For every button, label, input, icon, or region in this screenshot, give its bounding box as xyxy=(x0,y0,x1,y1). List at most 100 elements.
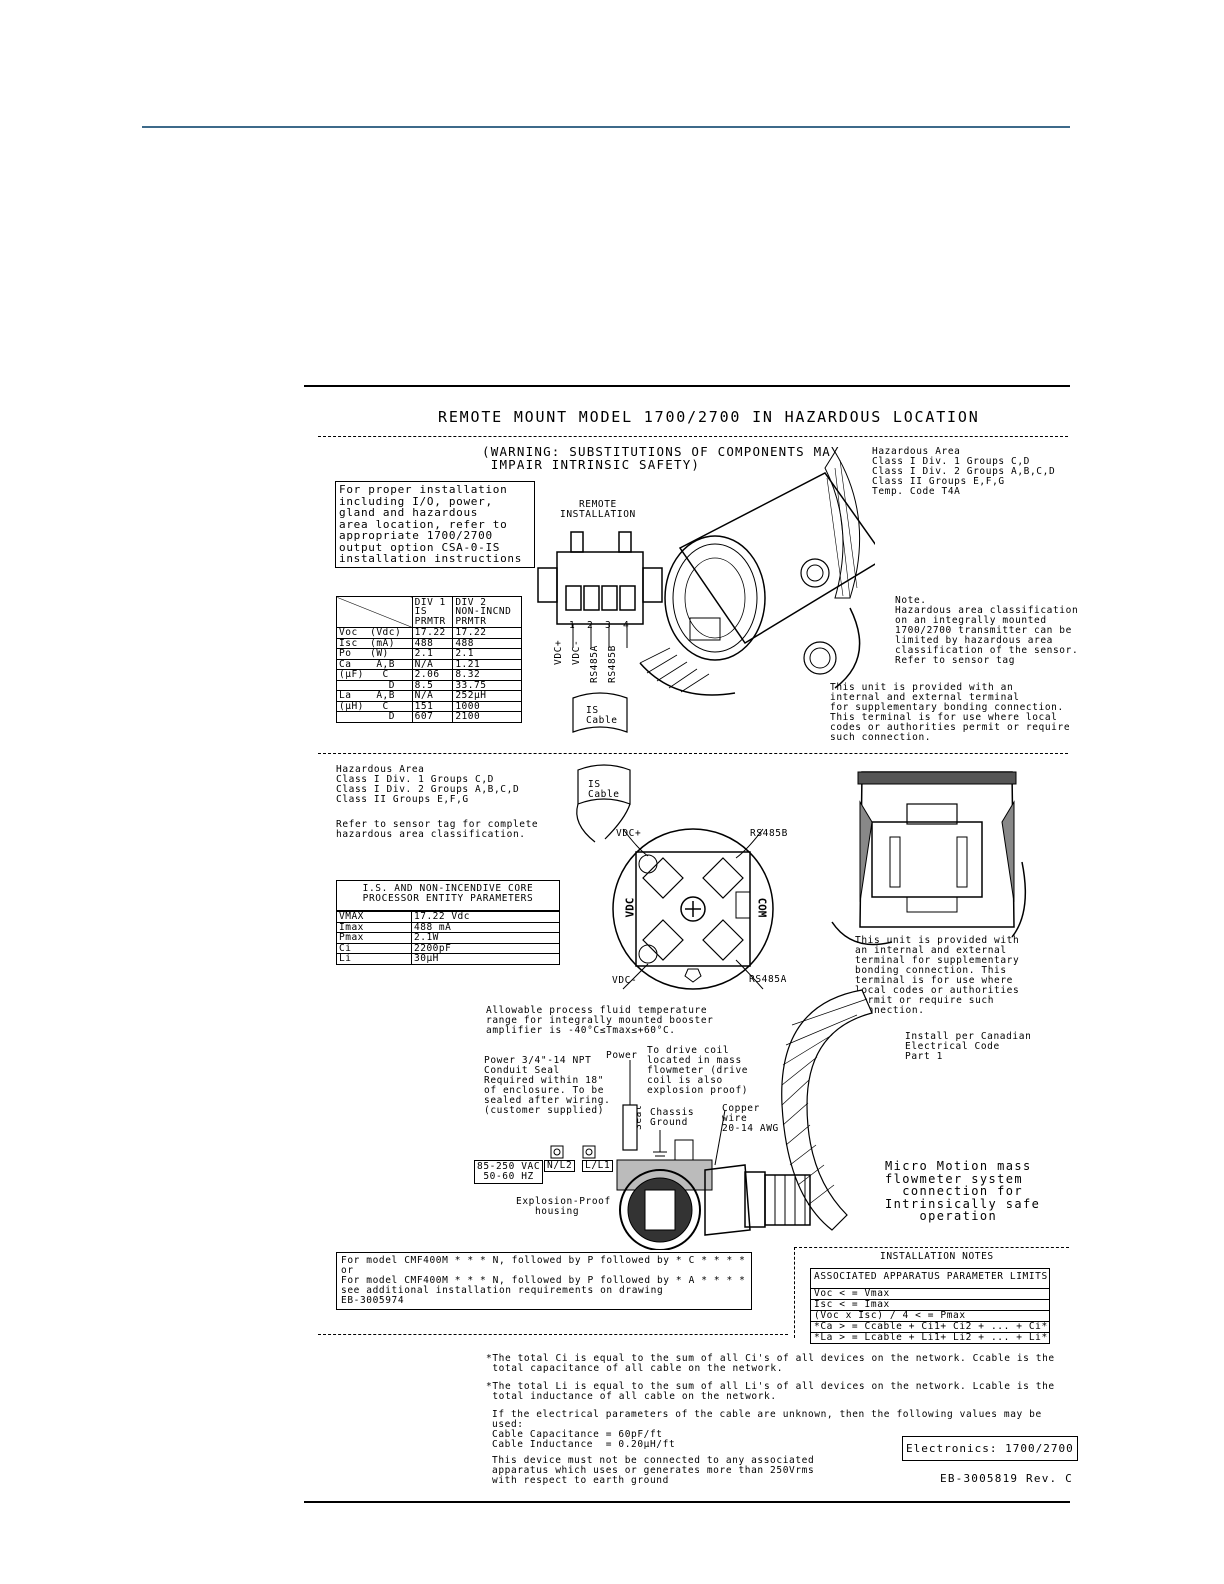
core-cell: 17.22 Vdc xyxy=(411,911,559,923)
entity-cell: 2.06 xyxy=(411,669,454,681)
micro-motion-note: Micro Motion mass flowmeter system conne… xyxy=(885,1159,1041,1224)
terminal-label-rs485a: RS485A xyxy=(589,645,600,683)
entity-cell: 488 xyxy=(411,637,454,649)
footnote-cable-values: If the electrical parameters of the cabl… xyxy=(492,1409,1042,1450)
entity-cell: (µF) C xyxy=(336,669,413,681)
is-cable-middle-shape xyxy=(576,764,631,843)
drawing-top-rule xyxy=(304,385,1070,387)
core-cell: 2200pF xyxy=(411,942,559,954)
footnote-250vrms: This device must not be connected to any… xyxy=(492,1455,815,1486)
core-label-vdc: VDC xyxy=(623,897,637,918)
core-cell: 2.1W xyxy=(411,932,559,944)
model-requirements-box: For model CMF400M * * * N, followed by P… xyxy=(336,1252,752,1310)
entity-cell: 2.1 xyxy=(411,648,454,660)
remote-installation-label: REMOTE INSTALLATION xyxy=(560,499,636,520)
core-cell: Li xyxy=(337,953,412,964)
refer-sensor-tag: Refer to sensor tag for complete hazardo… xyxy=(336,819,539,840)
entity-cell: 607 xyxy=(411,711,454,723)
core-cell: 30µH xyxy=(411,953,559,964)
drawing-bottom-rule xyxy=(304,1501,1070,1503)
footnote-capacitance: *The total Ci is equal to the sum of all… xyxy=(486,1353,1055,1374)
explosion-proof-assembly xyxy=(616,1060,811,1250)
associated-apparatus-table: ASSOCIATED APPARATUS PARAMETER LIMITS Vo… xyxy=(810,1268,1050,1344)
drive-coil-note: To drive coil located in mass flowmeter … xyxy=(647,1045,749,1096)
hazard-area-top: Hazardous Area Class I Div. 1 Groups C,D… xyxy=(872,446,1056,497)
associated-row: *La > = Lcable + Li1+ Li2 + ... + Li* xyxy=(814,1332,1048,1343)
hazard-area-middle: Hazardous Area Class I Div. 1 Groups C,D… xyxy=(336,764,520,805)
entity-header-2: DIV 2 NON-INCND PRMTR xyxy=(452,596,522,628)
entity-cell: 2100 xyxy=(452,711,522,723)
hatched-arc-arrow xyxy=(781,989,873,1231)
chassis-ground-label: Chassis Ground xyxy=(650,1107,695,1128)
entity-cell: D xyxy=(336,711,413,723)
core-parameter-table: I.S. AND NON-INCENDIVE CORE PROCESSOR EN… xyxy=(336,880,560,965)
core-label-vdc-plus: VDC+ xyxy=(616,828,642,839)
core-processor-terminal-view xyxy=(612,828,774,990)
transmitter-housing-drawing xyxy=(639,451,875,696)
core-label-rs485a: RS485A xyxy=(749,974,787,985)
install-instructions-box: For proper installation including I/O, p… xyxy=(335,481,535,568)
entity-cell: 488 xyxy=(452,637,522,649)
entity-cell: 1000 xyxy=(452,700,522,712)
is-cable-middle-label: IS Cable xyxy=(588,779,620,800)
entity-cell: Po (W) xyxy=(336,648,413,660)
terminal-n-l2: N/L2 xyxy=(544,1160,576,1172)
core-label-rs485b: RS485B xyxy=(750,828,788,839)
entity-header-0 xyxy=(336,596,413,628)
entity-cell: 8.32 xyxy=(452,669,522,681)
installation-notes-frame xyxy=(794,1247,1069,1338)
entity-cell: Isc (mA) xyxy=(336,637,413,649)
core-cell: VMAX xyxy=(337,911,412,923)
entity-cell: La A,B xyxy=(336,690,413,702)
is-cable-top-shape xyxy=(572,692,628,733)
entity-parameter-table: DIV 1 IS PRMTR DIV 2 NON-INCND PRMTR Voc… xyxy=(336,596,522,723)
drawing-number: EB-3005819 Rev. C xyxy=(940,1472,1073,1485)
installation-notes-title: INSTALLATION NOTES xyxy=(880,1251,994,1262)
is-cable-top-label: IS Cable xyxy=(586,705,618,726)
entity-cell: Ca A,B xyxy=(336,658,413,670)
power-supply-box: 85-250 VAC 50-60 HZ xyxy=(474,1160,544,1184)
core-label-vdc-minus: VDC- xyxy=(612,975,638,986)
header-rule xyxy=(142,126,1070,128)
core-processor-cutaway xyxy=(831,771,1027,946)
associated-row: *Ca > = Ccable + Ci1+ Ci2 + ... + Ci* xyxy=(811,1322,1049,1333)
associated-table-title: ASSOCIATED APPARATUS PARAMETER LIMITS xyxy=(811,1269,1049,1289)
associated-row: (Voc x Isc) / 4 < = Pmax xyxy=(811,1311,1049,1322)
terminal-l-l1: L/L1 xyxy=(582,1160,614,1172)
entity-cell: 8.5 xyxy=(411,679,454,691)
terminal-number-3: 3 xyxy=(605,620,612,631)
core-table-title: I.S. AND NON-INCENDIVE CORE PROCESSOR EN… xyxy=(337,881,559,911)
conduit-seal-note: Power 3/4"-14 NPT Conduit Seal Required … xyxy=(484,1055,611,1116)
footnote-inductance: *The total Li is equal to the sum of all… xyxy=(486,1381,1055,1402)
core-cell: Pmax xyxy=(337,932,412,944)
core-cell: Imax xyxy=(337,921,412,933)
canadian-code-note: Install per Canadian Electrical Code Par… xyxy=(905,1031,1032,1062)
entity-cell: Voc (Vdc) xyxy=(336,627,413,639)
entity-cell: N/A xyxy=(411,658,454,670)
copper-wire-label: Copper wire 20-14 AWG xyxy=(722,1103,779,1134)
core-label-com: COM xyxy=(755,897,769,918)
entity-cell: 1.21 xyxy=(452,658,522,670)
core-cell: Ci xyxy=(337,942,412,954)
ground-symbols xyxy=(550,1145,596,1159)
terminal-label-rs485b: RS485B xyxy=(607,645,618,683)
drawing-title: REMOTE MOUNT MODEL 1700/2700 IN HAZARDOU… xyxy=(438,408,980,426)
terminal-number-4: 4 xyxy=(623,620,630,631)
entity-cell: 252µH xyxy=(452,690,522,702)
bonding-note-middle: This unit is provided with an internal a… xyxy=(855,935,1020,1016)
entity-cell: D xyxy=(336,679,413,691)
entity-cell: 151 xyxy=(411,700,454,712)
entity-cell: N/A xyxy=(411,690,454,702)
warning-text: (WARNING: SUBSTITUTIONS OF COMPONENTS MA… xyxy=(482,444,840,472)
entity-cell: (µH) C xyxy=(336,700,413,712)
allowable-temperature-note: Allowable process fluid temperature rang… xyxy=(486,1005,714,1036)
terminal-number-2: 2 xyxy=(587,620,594,631)
entity-cell: 17.22 xyxy=(452,627,522,639)
note-hazard-classification: Note. Hazardous area classification on a… xyxy=(895,595,1079,666)
power-label: Power xyxy=(606,1050,638,1061)
terminal-number-1: 1 xyxy=(569,620,576,631)
dashed-separator-2 xyxy=(318,753,1068,754)
terminal-label-vdc-minus: VDC- xyxy=(571,639,582,665)
entity-header-1: DIV 1 IS PRMTR xyxy=(411,596,454,628)
entity-cell: 17.22 xyxy=(411,627,454,639)
